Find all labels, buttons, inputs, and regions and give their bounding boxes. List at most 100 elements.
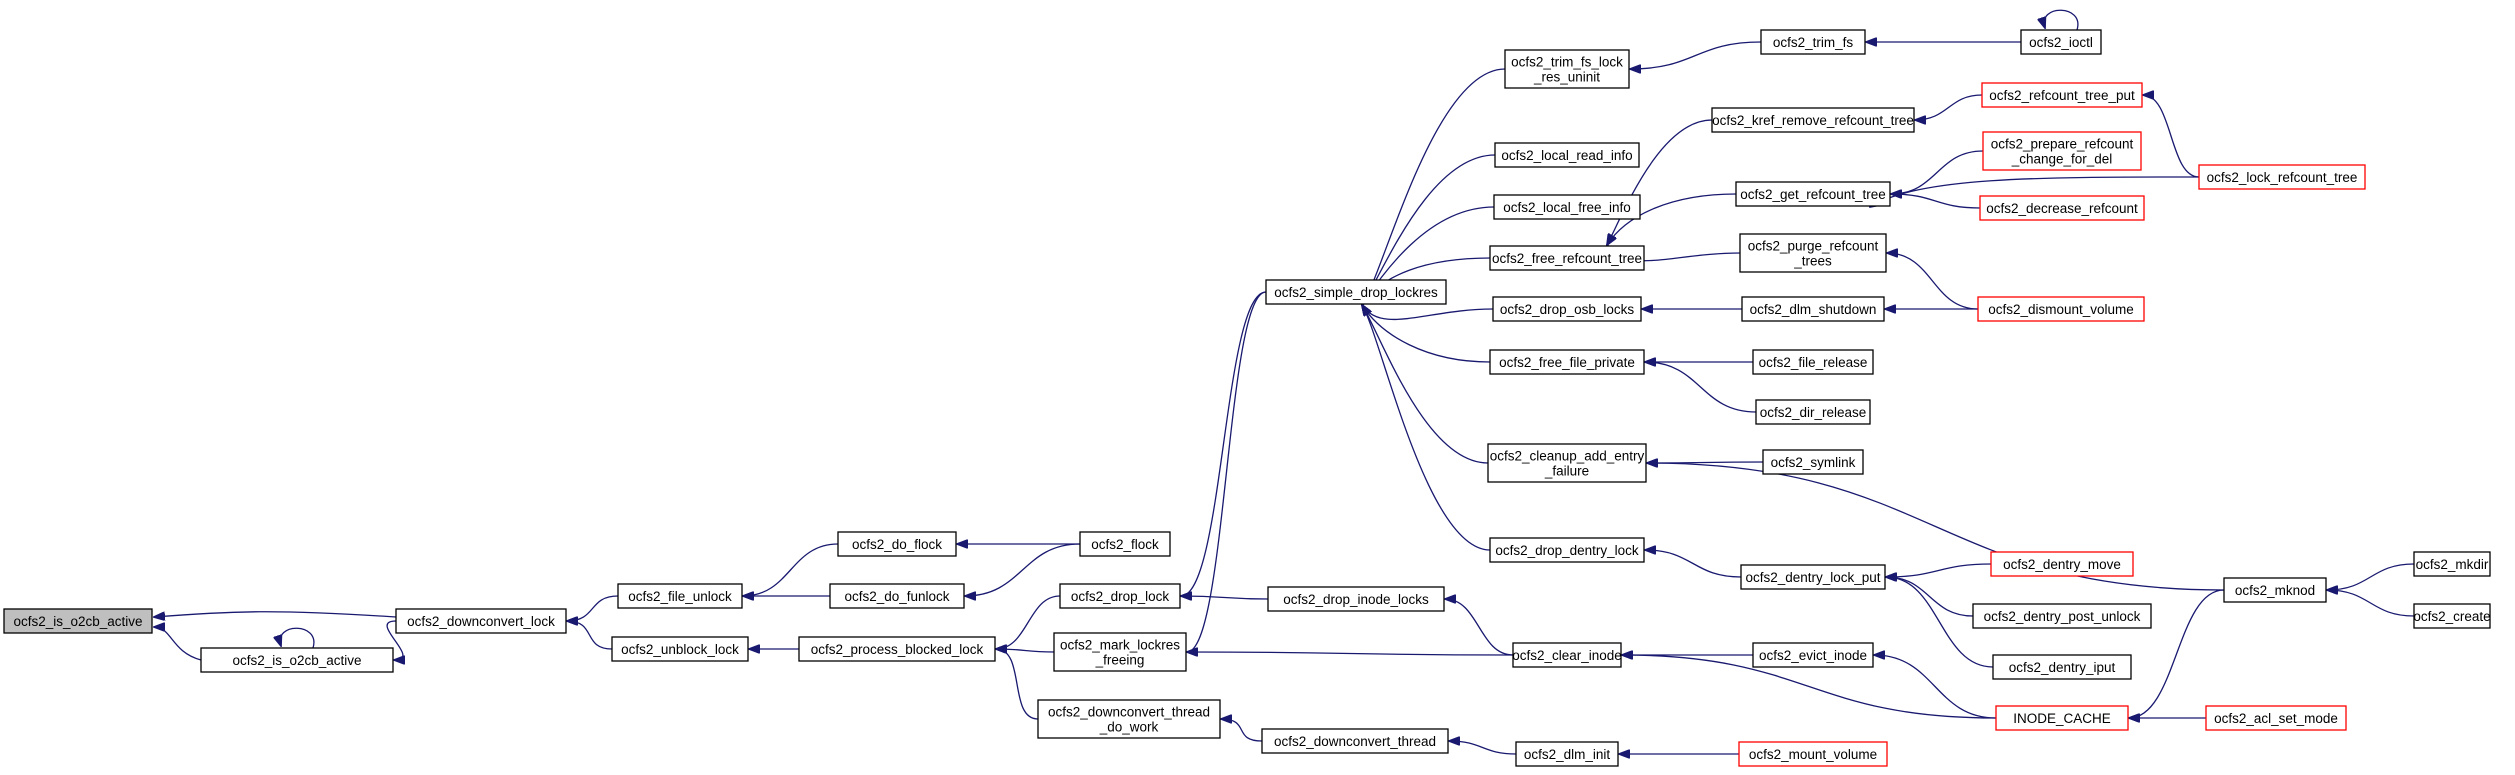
node-label: ocfs2_symlink xyxy=(1771,455,1856,470)
graph-node-n47[interactable]: ocfs2_acl_set_mode xyxy=(2205,705,2347,731)
node-label: _failure xyxy=(1544,464,1589,479)
graph-node-n2[interactable]: ocfs2_is_o2cb_active xyxy=(200,647,394,673)
edge-n49-to-n46 xyxy=(2327,590,2415,617)
graph-node-n45[interactable]: ocfs2_lock_refcount_tree xyxy=(2198,164,2366,190)
graph-node-n15[interactable]: ocfs2_trim_fs_lock_res_uninit xyxy=(1504,49,1630,89)
graph-node-n0[interactable]: ocfs2_is_o2cb_active xyxy=(3,608,153,634)
node-box xyxy=(611,636,749,662)
edge-n20-to-n12 xyxy=(1362,305,1491,363)
edge-n46-to-n44 xyxy=(2129,589,2225,718)
node-label: ocfs2_dentry_iput xyxy=(2009,660,2116,675)
node-label: ocfs2_downconvert_thread xyxy=(1048,705,1210,720)
node-box xyxy=(1267,586,1445,612)
node-label: ocfs2_dentry_move xyxy=(2003,557,2121,572)
node-label: _freeing xyxy=(1095,653,1145,668)
graph-node-n9[interactable]: ocfs2_drop_lock xyxy=(1059,583,1181,609)
edge-n48-to-n46 xyxy=(2327,563,2415,590)
graph-node-n33[interactable]: ocfs2_dentry_lock_put xyxy=(1740,564,1886,590)
graph-node-n34[interactable]: ocfs2_evict_inode xyxy=(1752,642,1874,668)
graph-node-n18[interactable]: ocfs2_free_refcount_tree xyxy=(1489,245,1645,271)
graph-node-n10[interactable]: ocfs2_mark_lockres_freeing xyxy=(1053,632,1187,672)
node-label: ocfs2_clear_inode xyxy=(1512,648,1622,663)
graph-node-n1[interactable]: ocfs2_downconvert_lock xyxy=(395,608,567,634)
edges-layer xyxy=(154,9,2415,755)
graph-node-n26[interactable]: ocfs2_kref_remove_refcount_tree xyxy=(1711,107,1915,133)
node-label: _do_work xyxy=(1099,720,1159,735)
graph-node-n44[interactable]: INODE_CACHE xyxy=(1995,705,2129,731)
graph-node-n30[interactable]: ocfs2_file_release xyxy=(1752,349,1874,375)
graph-node-n49[interactable]: ocfs2_create xyxy=(2413,603,2491,629)
graph-node-n3[interactable]: ocfs2_file_unlock xyxy=(617,583,743,609)
node-label: ocfs2_dir_release xyxy=(1760,405,1867,420)
graph-node-n42[interactable]: ocfs2_dentry_post_unlock xyxy=(1972,603,2152,629)
graph-node-n37[interactable]: ocfs2_refcount_tree_put xyxy=(1981,82,2143,108)
graph-node-n23[interactable]: ocfs2_clear_inode xyxy=(1512,642,1622,668)
graph-node-n31[interactable]: ocfs2_dir_release xyxy=(1755,399,1871,425)
node-label: _res_uninit xyxy=(1533,70,1600,85)
node-box xyxy=(1079,531,1171,557)
node-box xyxy=(1512,642,1622,668)
node-box xyxy=(1735,181,1891,207)
graph-node-n11[interactable]: ocfs2_downconvert_thread_do_work xyxy=(1037,699,1221,739)
node-label: ocfs2_mknod xyxy=(2235,583,2315,598)
edge-n1-to-n2 xyxy=(386,620,403,660)
graph-node-n46[interactable]: ocfs2_mknod xyxy=(2223,577,2327,603)
graph-node-n17[interactable]: ocfs2_local_free_info xyxy=(1493,194,1641,220)
edge-n26-to-n18 xyxy=(1607,119,1713,245)
graph-node-n16[interactable]: ocfs2_local_read_info xyxy=(1494,142,1640,168)
graph-node-n25[interactable]: ocfs2_trim_fs xyxy=(1760,29,1866,55)
node-box xyxy=(1493,194,1641,220)
edge-n12-to-n9 xyxy=(1181,291,1267,596)
node-box xyxy=(1995,705,2129,731)
graph-node-n38[interactable]: ocfs2_prepare_refcount_change_for_del xyxy=(1982,131,2142,171)
edge-n4-to-n1 xyxy=(567,621,613,650)
graph-node-n22[interactable]: ocfs2_drop_dentry_lock xyxy=(1489,537,1645,563)
edge-n12-to-n10 xyxy=(1187,291,1267,652)
node-box xyxy=(1515,741,1619,767)
edge-n42-to-n33 xyxy=(1886,577,1974,617)
graph-node-n14[interactable]: ocfs2_downconvert_thread xyxy=(1261,728,1449,754)
graph-node-n24[interactable]: ocfs2_dlm_init xyxy=(1515,741,1619,767)
graph-node-n7[interactable]: ocfs2_process_blocked_lock xyxy=(798,636,996,662)
node-label: ocfs2_is_o2cb_active xyxy=(232,653,361,668)
node-box xyxy=(1755,399,1871,425)
node-label: ocfs2_local_free_info xyxy=(1503,200,1631,215)
node-box xyxy=(829,583,965,609)
graph-node-n8[interactable]: ocfs2_flock xyxy=(1079,531,1171,557)
graph-node-n13[interactable]: ocfs2_drop_inode_locks xyxy=(1267,586,1445,612)
graph-node-n36[interactable]: ocfs2_ioctl xyxy=(2020,29,2102,55)
graph-node-n40[interactable]: ocfs2_dismount_volume xyxy=(1977,296,2145,322)
graph-node-n27[interactable]: ocfs2_get_refcount_tree xyxy=(1735,181,1891,207)
edge-n3-to-n1 xyxy=(567,595,619,621)
graph-node-n21[interactable]: ocfs2_cleanup_add_entry_failure xyxy=(1487,443,1647,483)
node-box xyxy=(2413,551,2491,577)
edge-n24-to-n14 xyxy=(1449,741,1517,755)
node-label: ocfs2_drop_osb_locks xyxy=(1500,302,1635,317)
graph-node-n5[interactable]: ocfs2_do_flock xyxy=(837,531,957,557)
node-box xyxy=(2020,29,2102,55)
graph-node-n19[interactable]: ocfs2_drop_osb_locks xyxy=(1492,296,1642,322)
graph-node-n29[interactable]: ocfs2_dlm_shutdown xyxy=(1741,296,1885,322)
graph-node-n20[interactable]: ocfs2_free_file_private xyxy=(1489,349,1645,375)
node-box xyxy=(1979,195,2145,221)
node-label: ocfs2_flock xyxy=(1091,537,1159,552)
node-box xyxy=(200,647,394,673)
graph-node-n6[interactable]: ocfs2_do_funlock xyxy=(829,583,965,609)
node-label: INODE_CACHE xyxy=(2013,711,2111,726)
node-label: ocfs2_is_o2cb_active xyxy=(13,614,142,629)
node-label: ocfs2_trim_fs_lock xyxy=(1511,55,1623,70)
graph-node-n4[interactable]: ocfs2_unblock_lock xyxy=(611,636,749,662)
graph-node-n12[interactable]: ocfs2_simple_drop_lockres xyxy=(1265,279,1447,305)
graph-node-n39[interactable]: ocfs2_decrease_refcount xyxy=(1979,195,2145,221)
edge-n44-to-n23 xyxy=(1622,655,1997,719)
graph-node-n48[interactable]: ocfs2_mkdir xyxy=(2413,551,2491,577)
node-box xyxy=(2198,164,2366,190)
graph-node-n41[interactable]: ocfs2_dentry_move xyxy=(1990,551,2134,577)
graph-node-n35[interactable]: ocfs2_mount_volume xyxy=(1738,741,1888,767)
graph-node-n43[interactable]: ocfs2_dentry_iput xyxy=(1992,654,2132,680)
graph-node-n32[interactable]: ocfs2_symlink xyxy=(1762,449,1864,475)
node-box xyxy=(1504,49,1630,89)
graph-node-n28[interactable]: ocfs2_purge_refcount_trees xyxy=(1739,233,1887,273)
node-box xyxy=(1992,654,2132,680)
